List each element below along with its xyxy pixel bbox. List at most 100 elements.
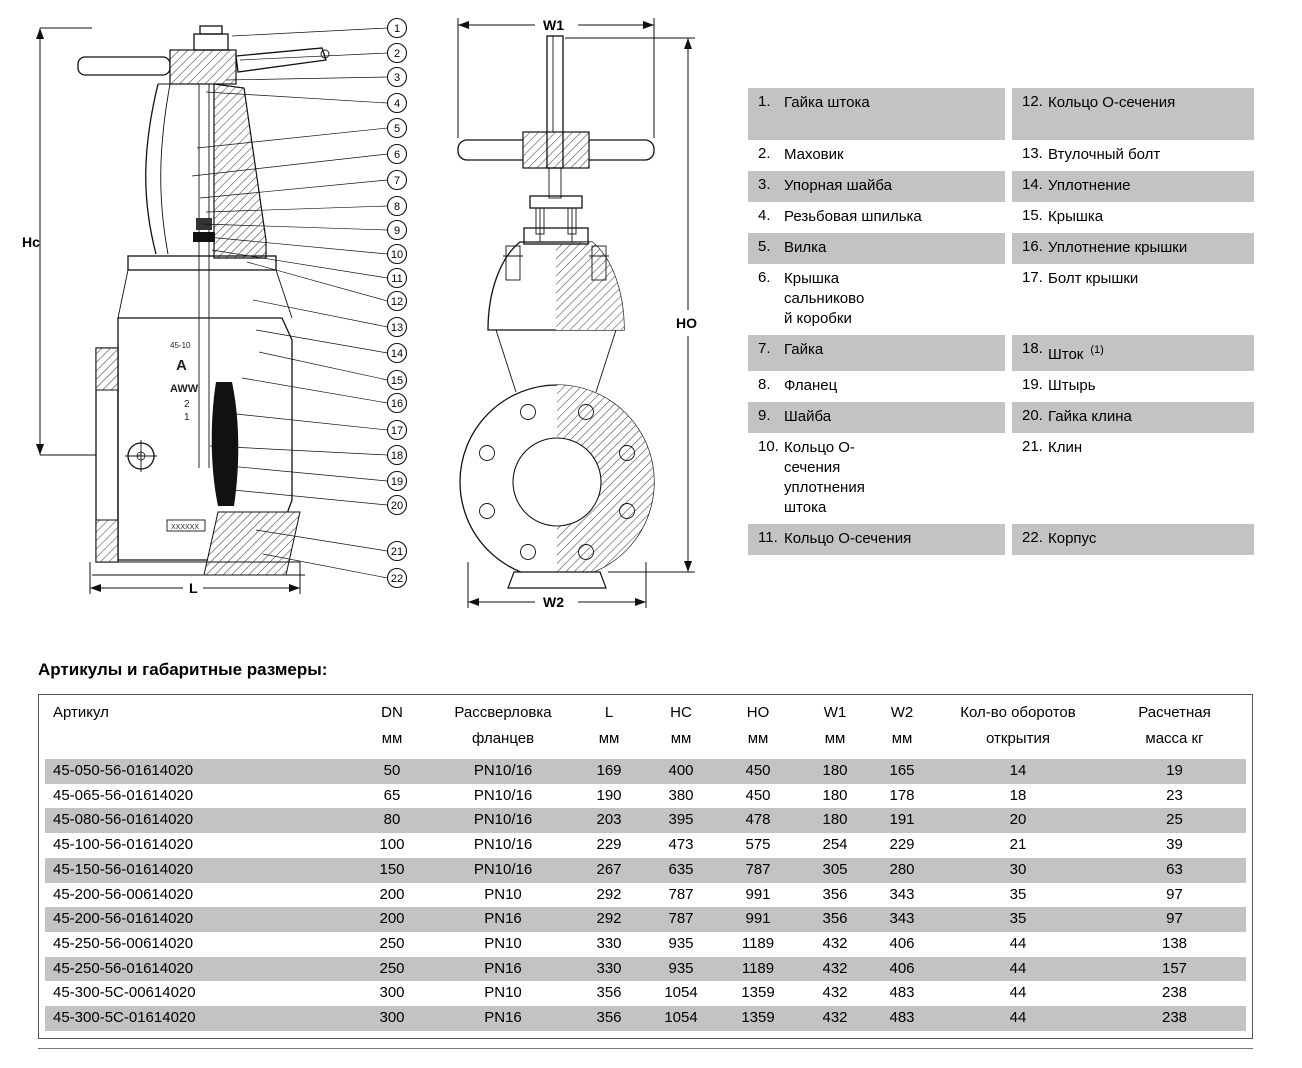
callout-leader-line [228,465,388,482]
callout-leader-line [206,236,388,255]
callout-number: 20 [391,500,403,512]
callout-number: 1 [394,23,400,35]
callout-circle [386,92,408,114]
table-cell: 787 [668,885,694,903]
callout-circle [386,169,408,191]
part-number: 3. [758,176,771,193]
callout-number: 10 [391,249,403,261]
part-number: 19. [1022,376,1043,393]
table-cell: 203 [596,811,622,829]
table-cell: 395 [668,811,694,829]
table-cell: 238 [1161,984,1188,1002]
callout-number: 8 [394,201,400,213]
parts-row: 3. Упорная шайба 14. Уплотнение [748,171,1254,202]
column-header: W2 [890,704,914,721]
parts-row: 6. Крышка сальниково й коробки 17.Болт кры… [748,264,1254,335]
table-cell: 432 [822,1009,848,1027]
table-cell: 80 [383,811,401,829]
table-cell: 450 [745,786,771,804]
table-cell: 45-080-56-01614020 [53,811,194,829]
part-label: Уплотнение [1048,177,1131,194]
part-number: 10. [758,438,779,455]
part-item: 2.Маховик [748,140,1005,171]
table-cell: 330 [596,959,622,977]
table-cell: 39 [1166,836,1183,854]
part-label: Вилка [784,239,827,256]
callout-leader-line [199,179,388,199]
callout-leader-line [201,223,388,231]
callout-number: 14 [391,348,403,360]
callout-leader-line [246,261,388,302]
callout-leader-line [241,377,388,404]
column-unit: открытия [986,730,1050,747]
part-label: Клин [1048,439,1083,456]
table-cell: 165 [889,762,915,779]
part-item: 9.Шайба [748,402,1005,433]
callout-number: 12 [391,296,403,308]
table-cell: 483 [889,1009,915,1027]
table-cell: PN10/16 [473,786,533,804]
table-cell: 35 [1009,885,1027,903]
callout-leader-line [235,413,388,431]
table-cell: 25 [1166,811,1183,829]
callout-circle [386,267,408,289]
callout-number: 11 [391,273,402,285]
ho-label: HO [676,315,697,331]
part-item: 20.Гайка клина [1012,402,1254,433]
callout-leader-line [252,299,388,328]
column-unit: масса кг [1145,730,1204,747]
callout-leader-line [232,489,388,506]
part-item: 22.Корпус [1012,524,1254,555]
table-cell: 45-250-56-01614020 [53,959,194,977]
callout-circle [386,143,408,165]
callout-circle [386,66,408,88]
table-cell: 45-200-56-01614020 [53,910,194,928]
callout-circle [386,17,408,39]
table-cell: 1359 [741,1009,775,1027]
part-label: Кольцо О-сечения [1048,94,1176,111]
part-item: 3. Упорная шайба [748,171,1005,202]
callout-circle [386,470,408,492]
part-number: 2. [758,145,771,162]
body-mark-brand: AWW [170,383,199,395]
callout-leader-line [255,529,388,552]
column-unit: мм [891,730,913,747]
part-number: 17. [1022,269,1043,286]
callout-leader-line [225,76,388,81]
part-item: 18.Шток(1) [1012,335,1254,371]
table-cell: 18 [1009,786,1027,804]
table-cell: 991 [745,885,771,903]
part-item: 17.Болт крышки [1012,264,1254,335]
part-label: Крышка сальниково й коробки [784,270,865,327]
table-cell: 380 [668,786,694,804]
part-label: Гайка штока [784,94,870,111]
table-cell: 23 [1166,786,1183,804]
table-cell: 305 [822,860,848,878]
w2-dimension: W2 [467,562,647,610]
table-cell: 473 [668,836,694,854]
table-cell: 45-200-56-00614020 [53,885,194,903]
right-valve-drawing [457,35,655,589]
part-label: Упорная шайба [784,177,892,194]
l-dimension: L [89,562,301,596]
callout-leader-line [205,91,388,104]
table-cell: 991 [745,910,771,928]
part-number: 9. [758,407,771,424]
callout-number: 19 [391,476,403,488]
part-number: 14. [1022,176,1043,193]
part-number: 6. [758,269,771,286]
table-cell: 238 [1161,1009,1188,1027]
table-cell: 1189 [741,959,775,977]
part-number: 8. [758,376,771,393]
part-item: 11.Кольцо О-сечения [748,524,1005,555]
column-header: Расчетная [1138,704,1211,721]
callout-circle [386,392,408,414]
